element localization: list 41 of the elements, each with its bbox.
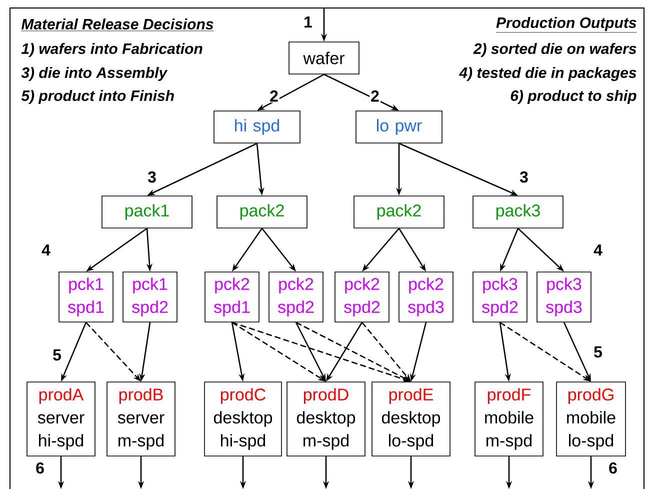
product-box: prodE desktop lo-spd bbox=[372, 382, 450, 456]
bin-box: pck1 spd1 bbox=[58, 272, 114, 322]
note-text: 5) product into Finish bbox=[21, 90, 174, 104]
product-box: prodB server m-spd bbox=[106, 382, 176, 456]
note-text: 4) tested die in packages bbox=[458, 67, 636, 81]
edge-label: 2 bbox=[370, 89, 380, 103]
note-text: 3) die into Assembly bbox=[21, 67, 168, 81]
product-box: prodC desktop hi-spd bbox=[204, 382, 282, 456]
heading: Production Outputs bbox=[496, 17, 637, 33]
heading: Material Release Decisions bbox=[21, 18, 214, 32]
product-box: prodG mobile lo-spd bbox=[556, 382, 626, 456]
product-box: prodF mobile m-spd bbox=[474, 382, 544, 456]
edge-label: 4 bbox=[592, 244, 604, 256]
package-box: pack2 bbox=[354, 196, 444, 228]
process-box: lo pwr bbox=[356, 110, 442, 144]
bin-box: pck2 spd2 bbox=[334, 272, 390, 322]
bin-box: pck2 spd1 bbox=[204, 272, 260, 322]
package-box: pack3 bbox=[472, 196, 564, 228]
process-box: hi spd bbox=[214, 110, 300, 144]
bin-box: pck2 spd2 bbox=[268, 272, 324, 322]
note-text: 6) product to ship bbox=[510, 90, 636, 104]
bin-box: pck3 spd3 bbox=[536, 272, 592, 322]
note-text: 1) wafers into Fabrication bbox=[21, 43, 202, 57]
edge-label: 2 bbox=[268, 89, 280, 103]
bin-box: pck1 spd2 bbox=[122, 272, 178, 322]
note-text: 2) sorted die on wafers bbox=[473, 43, 636, 57]
package-box: pack2 bbox=[216, 196, 308, 228]
edge-label: 3 bbox=[518, 170, 530, 184]
product-box: prodD desktop m-spd bbox=[286, 382, 366, 456]
edge-label: 6 bbox=[34, 461, 46, 475]
edge-label: 1 bbox=[302, 16, 314, 28]
bin-box: pck3 spd2 bbox=[472, 272, 528, 322]
product-box: prodA server hi-spd bbox=[26, 382, 96, 456]
bin-box: pck2 spd3 bbox=[398, 272, 454, 322]
package-box: pack1 bbox=[102, 196, 192, 228]
edge-label: 4 bbox=[40, 244, 52, 256]
edge-label: 5 bbox=[592, 345, 604, 359]
edge-label: 6 bbox=[608, 461, 618, 475]
edge-label: 5 bbox=[52, 348, 62, 362]
wafer-box: wafer bbox=[288, 42, 360, 74]
edge-label: 3 bbox=[146, 170, 158, 184]
